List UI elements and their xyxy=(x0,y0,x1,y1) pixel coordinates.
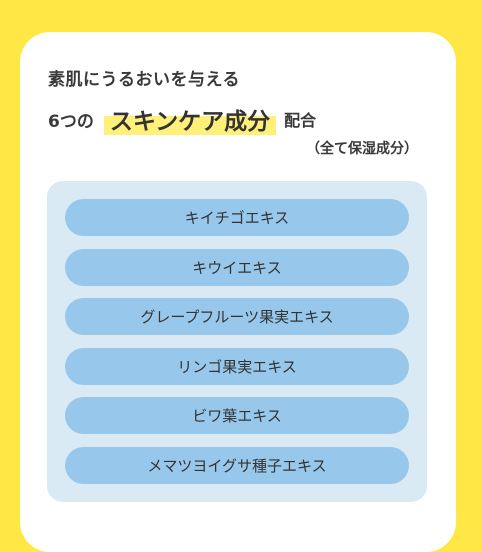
ingredient-item: キイチゴエキス xyxy=(65,199,409,236)
ingredients-panel: キイチゴエキス キウイエキス グレープフルーツ果実エキス リンゴ果実エキス ビワ… xyxy=(47,181,427,502)
heading-count: 6つの xyxy=(48,111,94,132)
heading-line1: 素肌にうるおいを与える xyxy=(48,70,240,90)
heading-line2: 6つの スキンケア成分 配合 xyxy=(48,102,316,136)
moisturizing-note: （全て保湿成分） xyxy=(306,141,418,157)
ingredient-item: グレープフルーツ果実エキス xyxy=(65,298,409,335)
content-card: 素肌にうるおいを与える 6つの スキンケア成分 配合 （全て保湿成分） キイチゴ… xyxy=(20,32,456,552)
ingredient-item: キウイエキス xyxy=(65,249,409,286)
ingredient-item: リンゴ果実エキス xyxy=(65,348,409,385)
ingredient-item: ビワ葉エキス xyxy=(65,397,409,434)
heading-suffix: 配合 xyxy=(284,111,317,130)
ingredient-item: メマツヨイグサ種子エキス xyxy=(65,447,409,484)
heading-highlight: スキンケア成分 xyxy=(103,102,277,136)
